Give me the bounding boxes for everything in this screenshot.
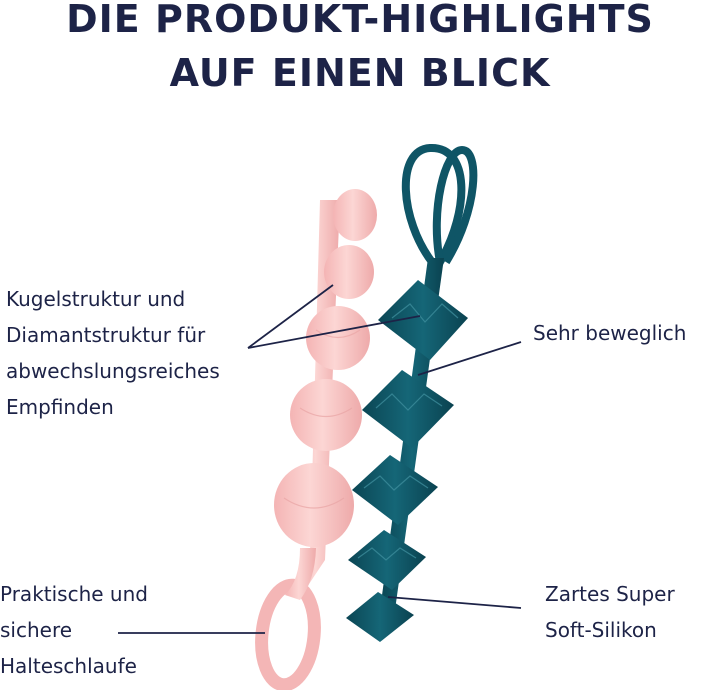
callout-structure-line-2: Diamantstruktur für	[6, 323, 206, 347]
teal-bead	[346, 592, 414, 642]
callout-loop-line-2: sichere	[0, 618, 73, 642]
teal-bead	[352, 455, 438, 525]
pink-bead	[333, 189, 377, 241]
callout-flexible: Sehr beweglich	[533, 315, 686, 351]
teal-bead	[348, 530, 426, 590]
callout-structure-line-1: Kugelstruktur und	[6, 287, 186, 311]
pink-bead-chain	[255, 189, 377, 690]
pink-bead	[274, 463, 354, 547]
pink-loop-handle	[255, 578, 321, 690]
pink-bead	[290, 379, 362, 451]
callout-loop: Praktische und sichere Halteschlaufe	[0, 576, 148, 684]
callout-structure-line-3: abwechslungsreiches	[6, 359, 220, 383]
callout-silicone-line-1: Zartes Super	[545, 582, 675, 606]
callout-silicone-line-2: Soft-Silikon	[545, 618, 657, 642]
connector-structure-teal	[247, 315, 421, 349]
callout-loop-line-1: Praktische und	[0, 582, 148, 606]
connector-flexible	[417, 341, 522, 376]
headline-line-2: AUF EINEN BLICK	[169, 51, 551, 95]
connector-silicone	[387, 596, 522, 609]
callout-structure: Kugelstruktur und Diamantstruktur für ab…	[6, 281, 220, 425]
callout-structure-line-4: Empfinden	[6, 395, 114, 419]
teal-loop-handle	[401, 143, 466, 266]
headline-line-1: DIE PRODUKT-HIGHLIGHTS	[66, 0, 654, 41]
callout-flexible-line-1: Sehr beweglich	[533, 321, 687, 345]
connector-structure-pink	[247, 284, 334, 349]
pink-bead	[324, 245, 374, 299]
callout-silicone: Zartes Super Soft-Silikon	[545, 576, 675, 648]
headline: DIE PRODUKT-HIGHLIGHTS AUF EINEN BLICK	[0, 0, 720, 98]
teal-bead-chain	[346, 143, 478, 642]
teal-bead	[362, 370, 454, 448]
callout-loop-line-3: Halteschlaufe	[0, 654, 137, 678]
